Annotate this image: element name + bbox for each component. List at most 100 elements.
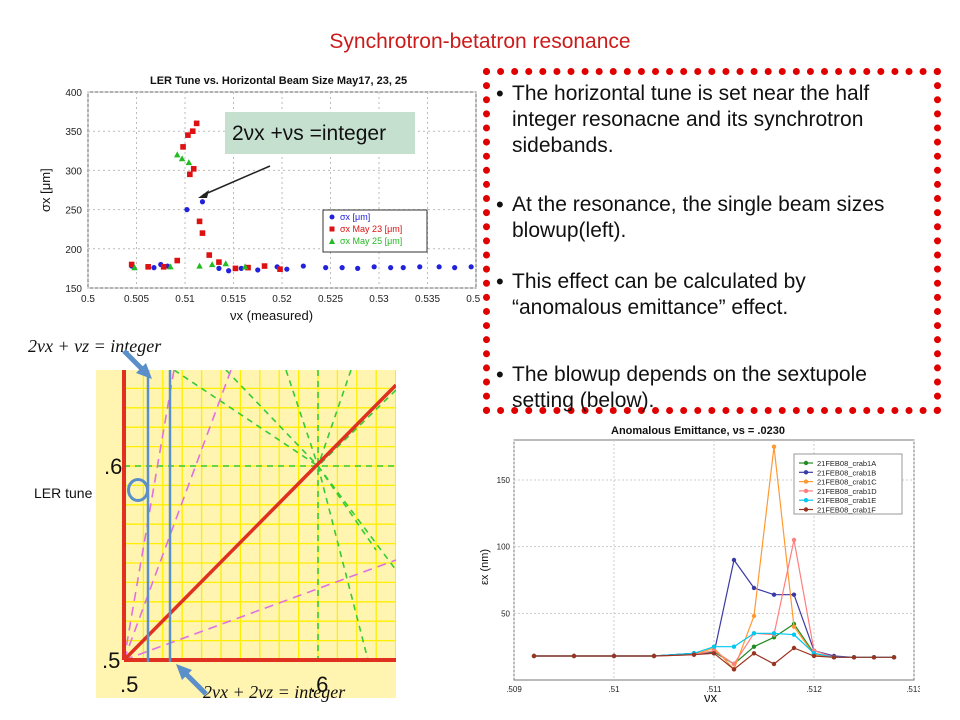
chart1-point [241,263,249,270]
chart1-point [184,207,190,213]
chart1-y-tick: 250 [65,206,82,217]
chart2-legend-items: 21FEB08_crab1A21FEB08_crab1B21FEB08_crab… [799,459,877,515]
chart2-point [791,624,797,629]
bottom-resonance-formula: 2νx + 2νz = integer [203,682,346,702]
chart2-legend-label: 21FEB08_crab1D [817,487,877,496]
chart1-point [185,159,193,166]
chart1-point [128,261,135,268]
chart2-legend [793,453,903,515]
chart2-point [751,631,757,636]
x-tick-06: .6 [310,672,328,697]
chart1-point [371,264,377,270]
chart1-point [226,268,232,274]
chart1-point [417,264,423,270]
chart2-y-tick: 50 [501,609,510,618]
bottom-arrow-icon [176,664,208,696]
chart1-point [185,132,191,138]
chart2-point [791,632,797,637]
chart1-point [199,230,206,236]
chart1-point [193,120,200,127]
chart1-point [355,265,361,271]
bullet-text-1: The horizontal tune is set near the half… [512,82,870,157]
chart1-point [436,264,442,270]
chart1-point [222,260,229,267]
chart1-point [468,264,474,270]
chart2-point [771,444,777,449]
chart2-point [711,644,717,649]
chart1-legend-marker [329,238,335,244]
chart2-legend-label: 21FEB08_crab1A [817,459,876,468]
chart2-point [851,655,857,660]
chart1-legend-label: σx May 25 [μm] [340,236,402,246]
chart1-point [190,166,197,172]
chart1-point [178,155,186,162]
chart2-point [611,653,617,659]
chart2-legend-marker [803,498,809,503]
y-tick-06: .6 [104,454,122,479]
chart2-point [831,655,837,660]
x-tick-05: .5 [120,672,138,697]
chart1-point [388,265,394,271]
chart2-series [531,444,897,672]
chart2-x-tick: .509 [506,685,522,694]
chart2-legend-label: 21FEB08_crab1C [817,478,877,487]
chart2-point [731,667,737,672]
annotation-formula: 2νx +νs =integer [232,122,386,145]
chart1-ylabel: σx [μm] [40,168,53,212]
chart1-point [339,265,345,271]
chart1-point [216,265,222,271]
bullet-glyph: • [496,362,504,387]
bullet-item-2: •At the resonance, the single beam sizes… [496,192,916,244]
chart1-x-tick: 0.53 [369,294,389,305]
chart1-y-tick: 400 [65,88,82,99]
chart2-point [771,661,777,667]
ler-tune-marker [127,478,149,502]
annotation-arrow [202,165,271,196]
tune-diagram: .6 .5 .5 .6 [96,370,396,698]
chart1-title: LER Tune vs. Horizontal Beam Size May17,… [150,75,407,87]
chart2-point [731,661,737,667]
beam-size-chart: LER Tune vs. Horizontal Beam Size May17,… [40,75,480,323]
chart2-point [571,653,577,659]
bullet-box: • The horizontal tune is set near the hal… [483,68,941,414]
chart2-point [771,631,777,636]
tune-diagram-bg [96,370,396,698]
chart2-title: Anomalous Emittance, νs = .0230 [611,425,785,437]
chart2-point [731,557,737,563]
chart1-point [216,259,222,265]
chart1-points [128,120,474,274]
chart1-point [187,171,193,178]
chart2-point [751,651,757,656]
bullet-glyph: • [496,269,504,294]
chart2-legend-marker [803,479,809,484]
chart1-x-tick: 0.54 [466,294,480,305]
chart2-point [691,652,697,657]
chart2-point [871,655,877,660]
chart1-point [300,263,306,269]
chart1-point [199,199,206,205]
bullet-text-4: The blowup depends on the sextupole sett… [512,363,867,412]
chart1-point [145,264,151,270]
chart1-y-tick: 200 [65,245,82,256]
bullet-text-3: This effect can be calculated by “anomal… [512,270,806,319]
bullet-item-1: •The horizontal tune is set near the hal… [496,81,916,159]
chart2-point [731,644,737,649]
chart2-point [791,537,797,543]
chart1-point [196,218,203,225]
chart1-point [180,144,186,150]
chart1-point [238,265,244,271]
chart1-point [208,261,216,268]
chart1-xlabel: νx (measured) [230,308,313,323]
chart2-legend-marker [803,488,809,494]
chart1-legend-label: σx [μm] [340,212,370,222]
chart1-x-tick: 0.505 [124,294,149,305]
bullet-glyph: • [496,192,504,217]
chart1-point [174,151,181,158]
top-resonance-formula: 2νx + νz = integer [28,336,162,356]
chart1-point [196,262,203,269]
chart2-point [791,645,797,651]
chart2-legend-label: 21FEB08_crab1E [817,496,876,505]
chart1-point [167,263,174,270]
